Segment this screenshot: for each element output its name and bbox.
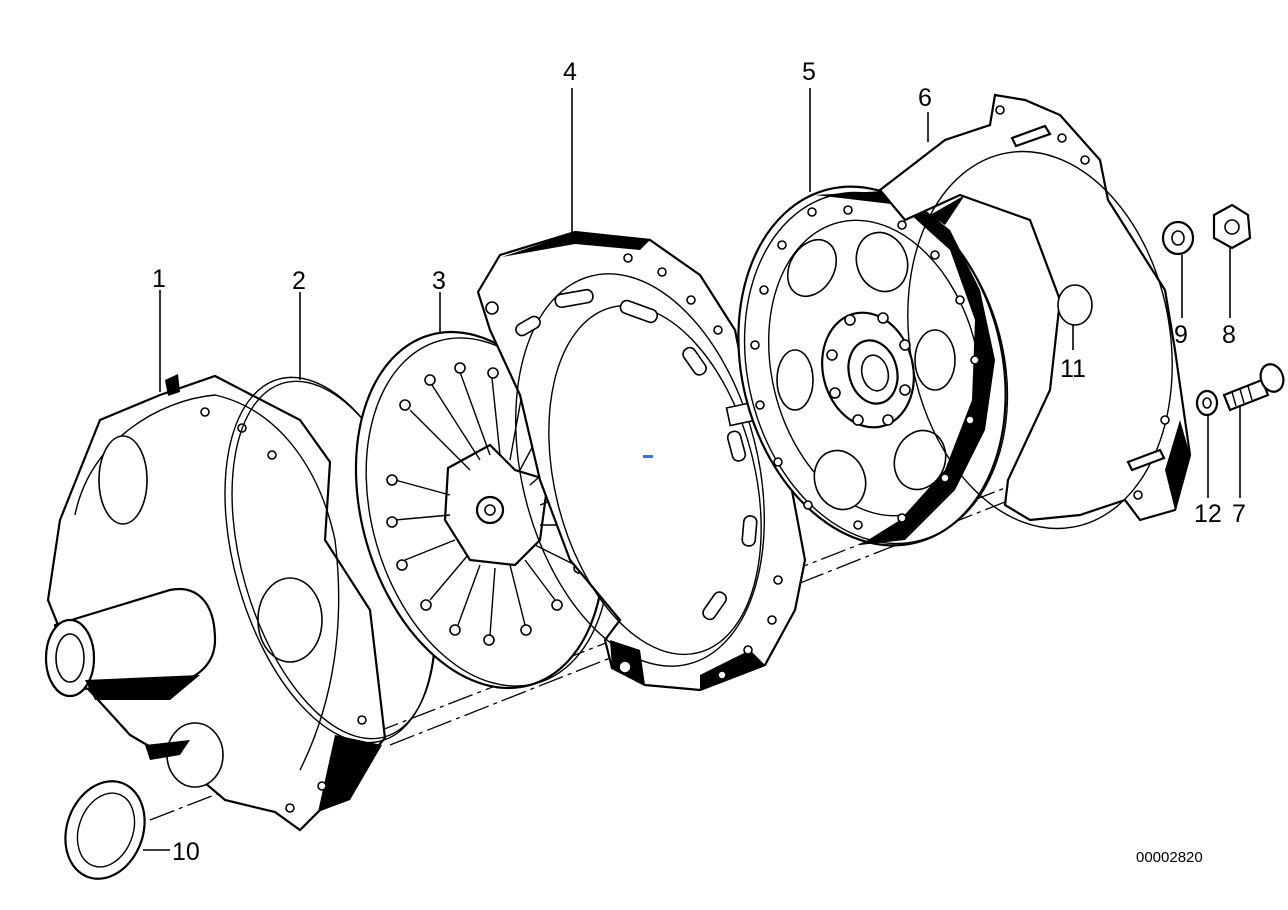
- part-7-bolt: [1222, 363, 1285, 412]
- diagram-reference-number: 00002820: [1136, 849, 1203, 866]
- callout-1: 1: [152, 265, 166, 293]
- callout-8: 8: [1222, 321, 1236, 349]
- callout-6: 6: [918, 84, 932, 112]
- callout-3: 3: [432, 267, 446, 295]
- part-1-clutch-housing: [44, 374, 387, 832]
- part-4-pressure-plate: [476, 230, 807, 692]
- callout-4: 4: [563, 58, 577, 86]
- part-12-lock-washer: [1195, 389, 1219, 417]
- part-6-cover-plate: [878, 93, 1192, 530]
- callout-9: 9: [1174, 321, 1188, 349]
- callout-12: 12: [1194, 500, 1222, 528]
- part-9-washer: [1161, 220, 1195, 256]
- callout-7: 7: [1232, 500, 1246, 528]
- leader-lines: [143, 88, 1241, 851]
- callout-10: 10: [172, 838, 200, 866]
- part-5-drive-plate: [737, 185, 1009, 547]
- part-8-hex-nut: [1212, 203, 1252, 250]
- callout-11: 11: [1060, 355, 1086, 383]
- callout-2: 2: [292, 267, 306, 295]
- part-10-seal-ring: [64, 780, 146, 880]
- center-marker: [643, 455, 653, 458]
- callout-5: 5: [802, 58, 816, 86]
- callout-labels: 1 2 3 4 5 6 7 8 9 10 11 12: [152, 58, 1246, 866]
